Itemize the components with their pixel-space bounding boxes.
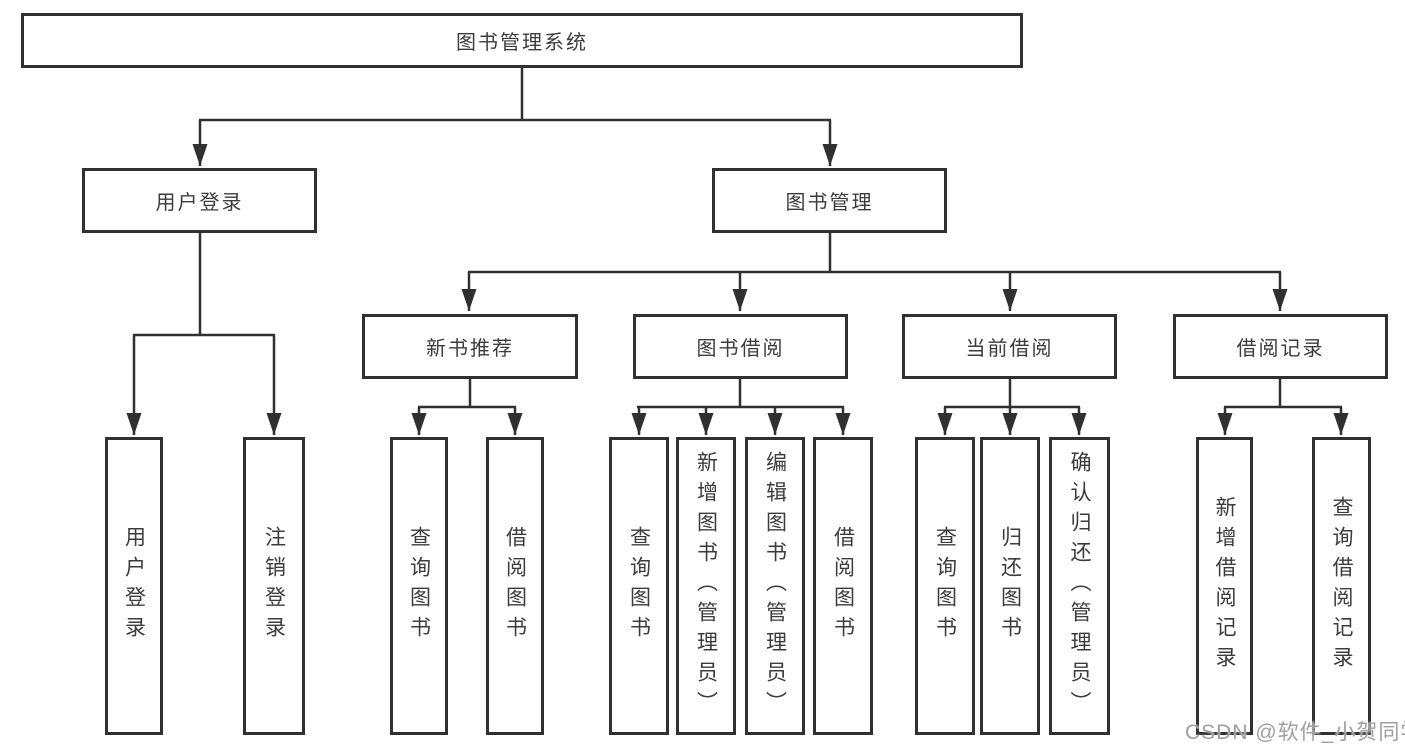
leaf-label: 编辑图书（管理员）: [763, 451, 787, 721]
leaf-query-book-borrow: 查询图书: [609, 437, 669, 735]
leaf-label: 查询图书: [627, 526, 651, 646]
leaf-query-book-recommend: 查询图书: [390, 437, 448, 735]
leaf-label: 归还图书: [998, 526, 1022, 646]
leaf-add-borrow-record: 新增借阅记录: [1196, 437, 1253, 735]
node-current-borrow: 当前借阅: [902, 314, 1117, 379]
leaf-borrow-book: 借阅图书: [813, 437, 873, 735]
leaf-label: 查询图书: [407, 526, 431, 646]
node-library-system: 图书管理系统: [21, 13, 1023, 68]
leaf-label: 新增图书（管理员）: [694, 451, 718, 721]
leaf-edit-book-admin: 编辑图书（管理员）: [745, 437, 805, 735]
csdn-watermark: CSDN @软件_小贺同学: [1185, 721, 1405, 744]
node-book-management: 图书管理: [712, 168, 947, 233]
leaf-confirm-return-admin: 确认归还（管理员）: [1049, 437, 1110, 735]
leaf-label: 借阅图书: [503, 526, 527, 646]
leaf-label: 新增借阅记录: [1213, 496, 1236, 676]
node-book-borrow: 图书借阅: [633, 314, 848, 379]
node-new-book-recommend: 新书推荐: [362, 314, 578, 379]
leaf-label: 用户登录: [122, 526, 146, 646]
leaf-query-borrow-record: 查询借阅记录: [1312, 437, 1371, 735]
leaf-label: 确认归还（管理员）: [1068, 451, 1091, 721]
leaf-borrow-book-recommend: 借阅图书: [486, 437, 544, 735]
leaf-query-book-current: 查询图书: [915, 437, 975, 735]
leaf-label: 注销登录: [262, 526, 286, 646]
leaf-label: 查询借阅记录: [1330, 496, 1353, 676]
leaf-label: 借阅图书: [831, 526, 855, 646]
leaf-logout: 注销登录: [243, 437, 305, 735]
leaf-label: 查询图书: [933, 526, 957, 646]
leaf-user-login: 用户登录: [105, 437, 163, 735]
leaf-add-book-admin: 新增图书（管理员）: [676, 437, 736, 735]
node-user-login: 用户登录: [82, 168, 317, 233]
leaf-return-book: 归还图书: [980, 437, 1040, 735]
node-borrow-records: 借阅记录: [1173, 314, 1388, 379]
